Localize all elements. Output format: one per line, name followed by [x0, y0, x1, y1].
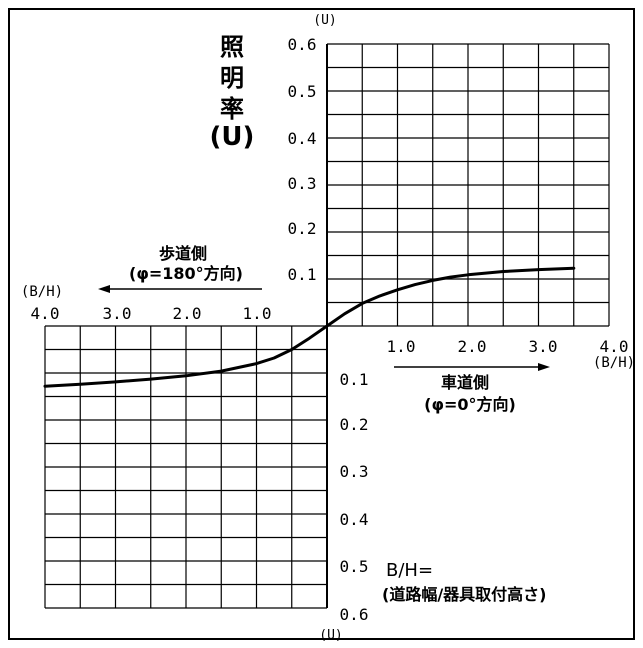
y-tick-label: 0.1: [340, 370, 369, 389]
chart-frame: [8, 8, 635, 640]
x-unit-right: (B/H): [593, 355, 635, 371]
x-tick-label: 1.0: [387, 337, 416, 356]
y-tick-label: 0.3: [340, 462, 369, 481]
y-tick-labels-road: 0.6 0.5 0.4 0.3 0.2 0.1: [288, 35, 317, 284]
x-tick-labels-road: 1.0 2.0 3.0 4.0: [387, 337, 629, 356]
road-side-label: 車道側: [441, 373, 489, 392]
x-tick-label: 4.0: [31, 304, 60, 323]
x-tick-label: 3.0: [103, 304, 132, 323]
curves: [43, 266, 576, 388]
series-line-road: [325, 266, 576, 328]
y-tick-label: 0.4: [340, 510, 369, 529]
x-tick-labels-sidewalk: 4.0 3.0 2.0 1.0: [31, 304, 272, 323]
sidewalk-side-sublabel: (φ=180°方向): [129, 264, 243, 283]
y-tick-label: 0.5: [288, 82, 317, 101]
road-side-sublabel: (φ=0°方向): [424, 395, 516, 414]
road-direction-arrow-head: [538, 363, 550, 371]
y-tick-label: 0.1: [288, 265, 317, 284]
title-char-4: (U): [210, 122, 255, 152]
x-tick-label: 3.0: [529, 337, 558, 356]
series-line-sidewalk: [43, 324, 329, 388]
sidewalk-direction-arrow-head: [98, 285, 110, 293]
bh-note-line1: B/H=: [386, 560, 433, 581]
x-tick-label: 1.0: [243, 304, 272, 323]
bh-note-line2: (道路幅/器具取付高さ): [382, 585, 546, 604]
y-tick-label: 0.2: [288, 219, 317, 238]
x-tick-label: 2.0: [173, 304, 202, 323]
y-tick-label: 0.6: [288, 35, 317, 54]
y-unit-bottom: (U): [319, 628, 342, 643]
y-tick-label: 0.6: [340, 605, 369, 624]
title-char-1: 照: [220, 33, 244, 61]
y-tick-label: 0.3: [288, 174, 317, 193]
x-tick-label: 2.0: [458, 337, 487, 356]
title-char-3: 率: [220, 95, 244, 123]
y-tick-label: 0.5: [340, 557, 369, 576]
y-unit-top: (U): [313, 13, 336, 28]
x-tick-label: 4.0: [600, 337, 629, 356]
grid: [44, 43, 610, 609]
title-char-2: 明: [220, 64, 244, 92]
sidewalk-side-label: 歩道側: [159, 244, 207, 263]
y-tick-label: 0.4: [288, 129, 317, 148]
y-tick-labels-sidewalk: 0.1 0.2 0.3 0.4 0.5 0.6: [340, 370, 369, 624]
x-unit-left: (B/H): [21, 284, 63, 300]
y-tick-label: 0.2: [340, 415, 369, 434]
